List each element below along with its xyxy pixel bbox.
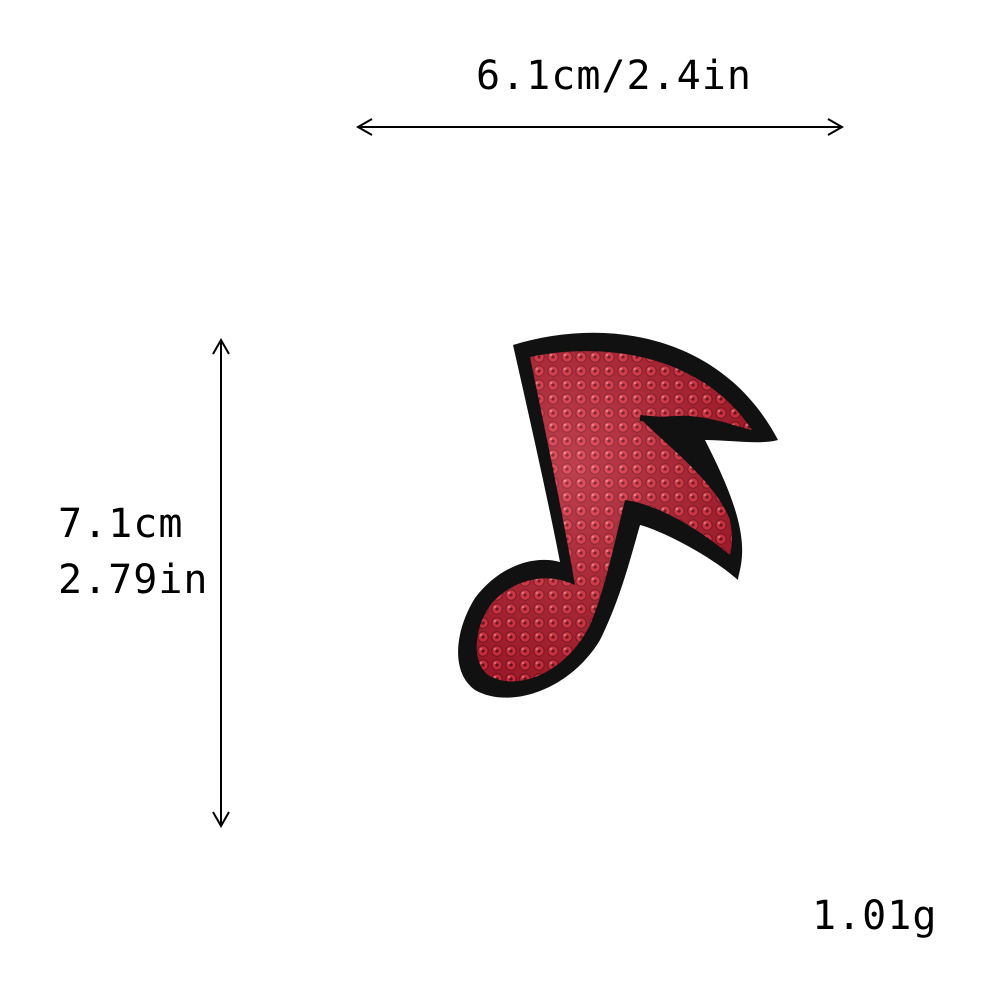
height-cm-label: 7.1cm — [58, 501, 184, 547]
weight-label: 1.01g — [812, 893, 938, 939]
height-arrow — [212, 337, 230, 829]
height-in-label: 2.79in — [58, 557, 209, 603]
width-arrow — [355, 118, 845, 136]
music-note-icon — [458, 332, 778, 698]
width-label: 6.1cm/2.4in — [476, 53, 752, 99]
